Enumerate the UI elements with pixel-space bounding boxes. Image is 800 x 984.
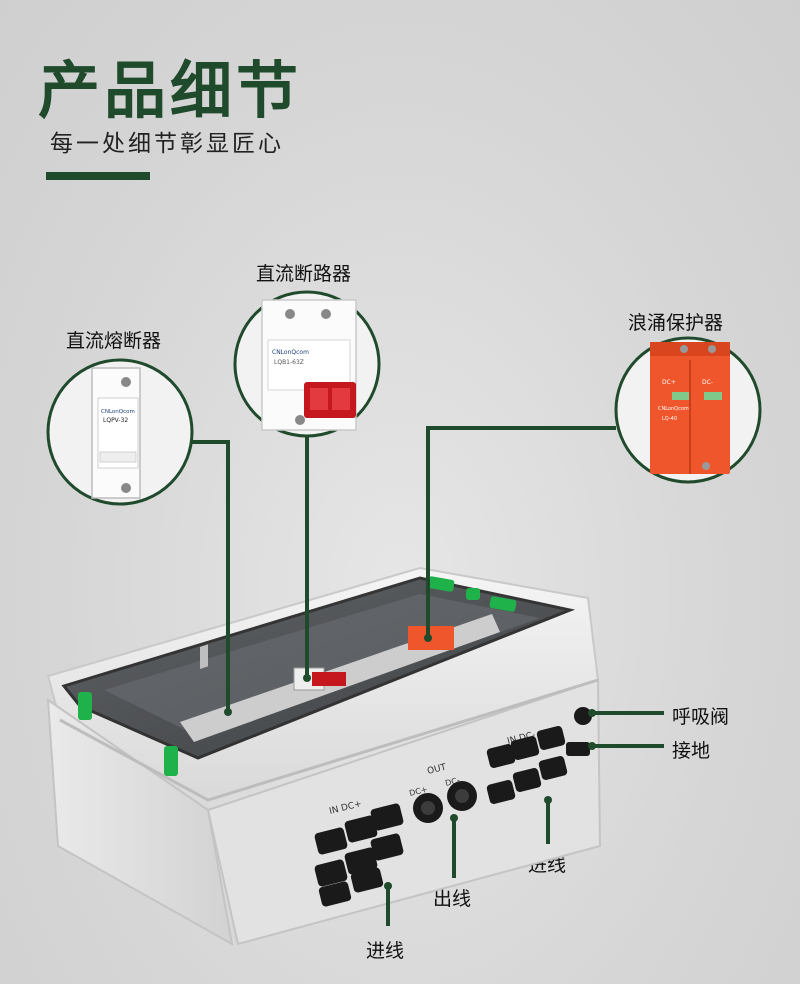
title-underline [46, 172, 150, 180]
detail-circle-dc-fuse: CNLonQcom LQPV-32 [46, 358, 194, 506]
mc4-connectors-left [314, 803, 404, 907]
label-ground: 接地 [672, 740, 711, 762]
breaker-brand-text: CNLonQcom [272, 349, 309, 356]
fuse-brand-text: CNLonQcom [101, 409, 135, 415]
page-subtitle: 每一处细节彰显匠心 [50, 131, 284, 157]
page-title: 产品细节 [38, 54, 303, 127]
breaker-model-text: LQB1-63Z [274, 359, 304, 366]
label-outlet: 出线 [433, 888, 472, 910]
spd-dc-plus-text: DC+ [662, 379, 676, 386]
label-dc-breaker: 直流断路器 [256, 263, 352, 285]
label-inlet-left: 进线 [366, 940, 405, 962]
spd-dc-minus-text: DC- [702, 379, 713, 386]
fuse-model-text: LQPV-32 [103, 417, 128, 424]
label-dc-fuse: 直流熔断器 [66, 330, 162, 352]
label-surge-protector: 浪涌保护器 [628, 312, 724, 334]
detail-circle-dc-breaker: CNLonQcom LQB1-63Z [233, 290, 381, 438]
spd-model-text: LQ-40 [662, 416, 677, 422]
cable-glands [413, 781, 477, 823]
spd-brand-text: CNLonQcom [658, 406, 689, 412]
detail-circle-surge-protector: DC+ DC- CNLonQcom LQ-40 [614, 336, 762, 484]
mc4-connectors-right [486, 707, 592, 804]
label-breather-valve: 呼吸阀 [672, 706, 730, 728]
marking-out: OUT [426, 762, 448, 776]
leader-dots [224, 634, 596, 890]
